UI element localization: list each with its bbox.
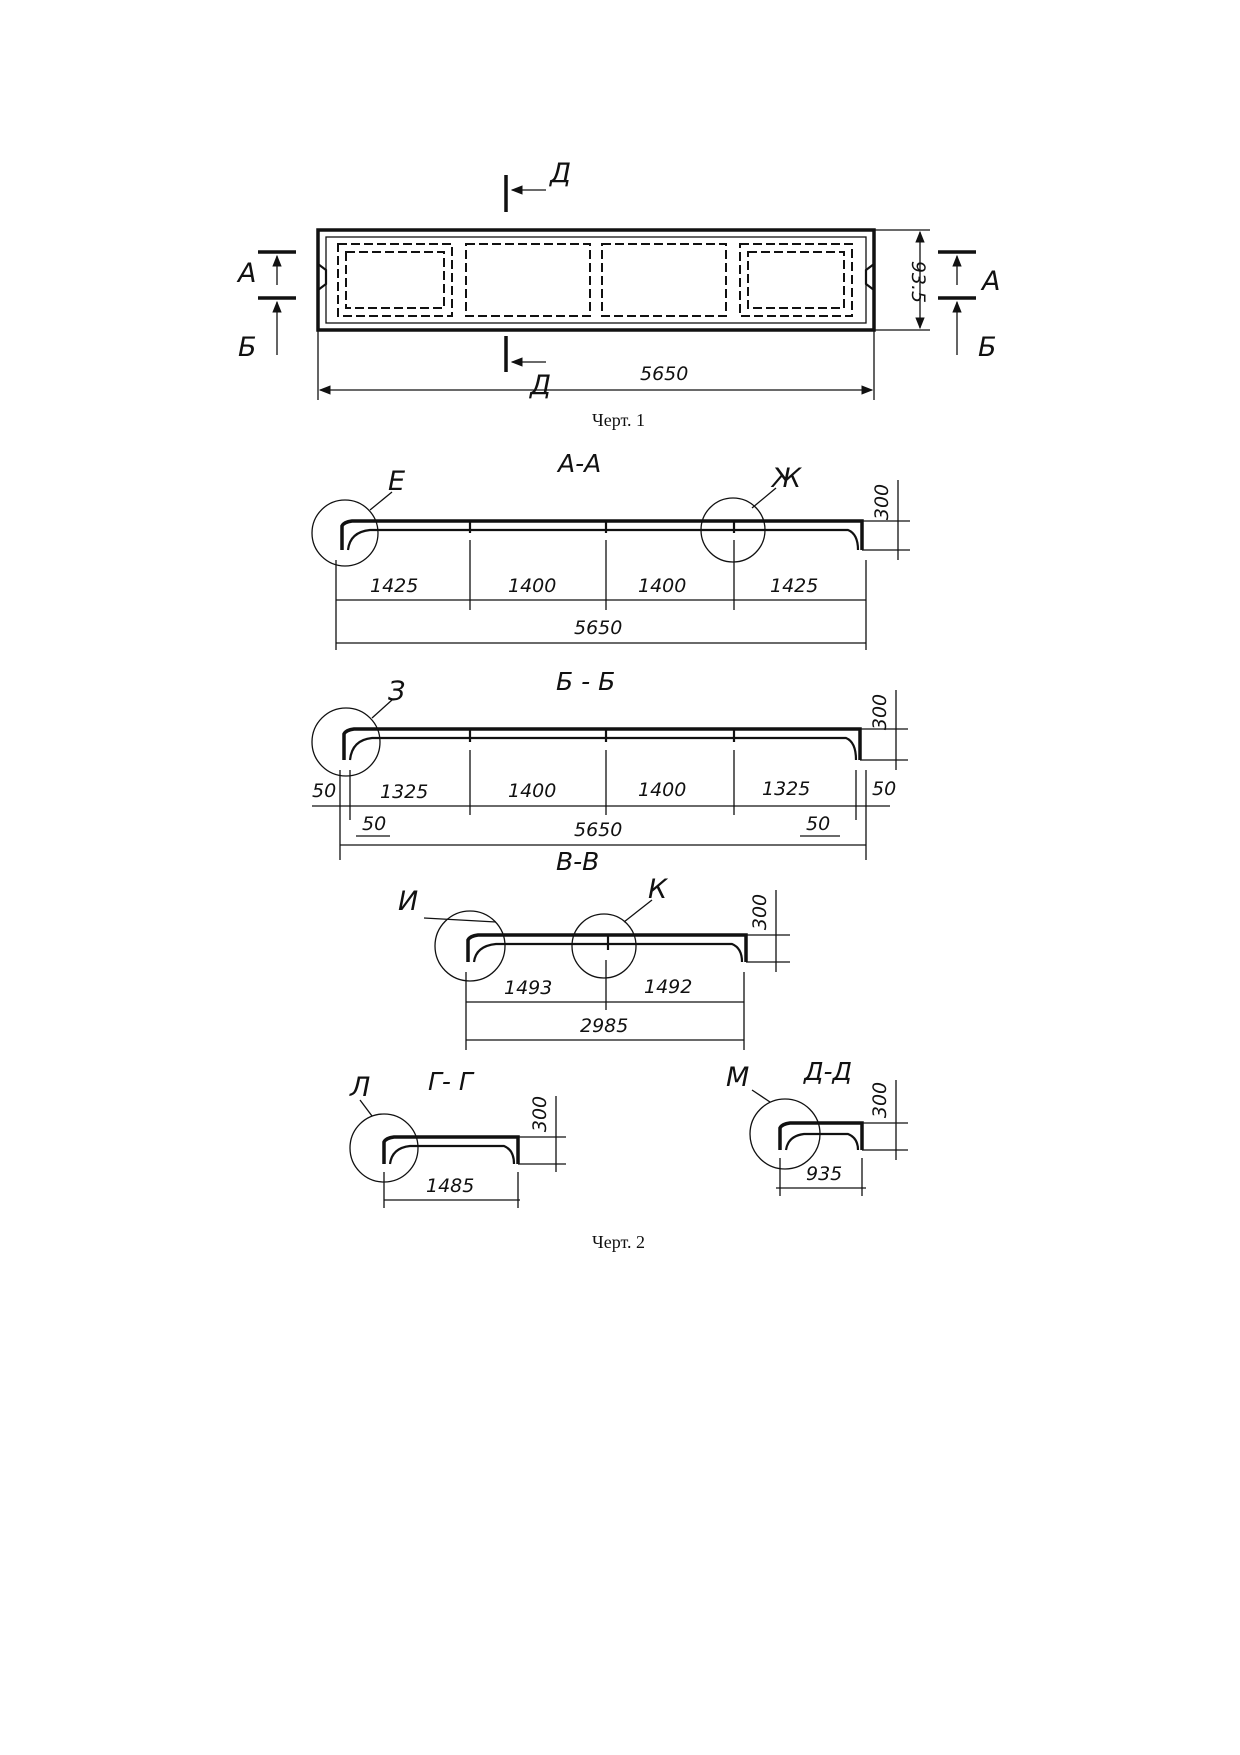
callout-l-label: Л xyxy=(349,1072,370,1103)
cut-a-left: А xyxy=(236,258,256,289)
panel-inner-edge xyxy=(325,236,867,324)
section-aa-title: А-А xyxy=(556,449,601,478)
section-bb-title: Б - Б xyxy=(556,667,615,696)
section-bb-edge-right: 50 xyxy=(872,778,896,800)
section-aa-span-4: 1425 xyxy=(770,575,818,597)
callout-zh-circle xyxy=(700,497,766,563)
section-bb-span-2: 1400 xyxy=(508,780,556,802)
section-bb-edge-left: 50 xyxy=(312,780,336,802)
plan-length-label: 5650 xyxy=(640,363,688,385)
cut-d-bottom: Д xyxy=(529,370,551,401)
cell-4 xyxy=(739,243,853,317)
callout-z-circle xyxy=(311,707,381,777)
section-dd-height: 300 xyxy=(869,1082,891,1118)
callout-m-circle xyxy=(749,1098,821,1170)
section-vv-total: 2985 xyxy=(580,1015,628,1037)
section-bb-total: 5650 xyxy=(574,819,622,841)
section-aa-span-2: 1400 xyxy=(508,575,556,597)
cut-a-right: А xyxy=(980,266,1000,297)
section-dd: Д-Д М 300 935 xyxy=(726,1057,908,1196)
section-gg-span: 1485 xyxy=(426,1175,474,1197)
section-vv-span-1: 1493 xyxy=(504,977,552,999)
section-bb: Б - Б З 300 50 1325 1400 1400 1325 50 50… xyxy=(311,667,908,860)
cut-b-right: Б xyxy=(978,332,997,363)
section-bb-height: 300 xyxy=(869,694,891,730)
section-bb-span-1: 1325 xyxy=(380,781,428,803)
figure-1-caption: Черт. 1 xyxy=(592,410,645,430)
callout-zh-label: Ж xyxy=(770,463,802,494)
section-bb-bottom-left: 50 xyxy=(362,813,386,835)
section-gg-title: Г- Г xyxy=(428,1067,475,1096)
callout-k-label: К xyxy=(648,874,669,905)
section-gg: Г- Г Л 300 1485 xyxy=(349,1067,566,1208)
section-aa-total: 5650 xyxy=(574,617,622,639)
section-bb-slab xyxy=(342,727,862,760)
callout-e-label: Е xyxy=(388,466,405,497)
section-dd-title: Д-Д xyxy=(803,1057,852,1086)
figure-2-caption: Черт. 2 xyxy=(592,1232,645,1252)
notch-left xyxy=(317,263,328,291)
plan-view: 93.5 5650 А Б А Б Д Д xyxy=(236,158,1000,401)
section-aa: А-А Е Ж 300 1425 1400 1400 1425 5650 xyxy=(311,449,910,650)
callout-z-label: З xyxy=(388,676,405,707)
callout-e-circle xyxy=(311,499,379,567)
cell-1-inner xyxy=(345,251,445,309)
callout-i-circle xyxy=(434,910,506,982)
callout-i-label: И xyxy=(398,886,418,917)
section-bb-span-3: 1400 xyxy=(638,779,686,801)
section-gg-slab xyxy=(382,1135,520,1164)
cell-2 xyxy=(465,243,591,317)
plan-height-label: 93.5 xyxy=(907,261,929,303)
section-aa-slab xyxy=(340,519,864,550)
section-vv: В-В И К 300 1493 1492 2985 xyxy=(398,847,790,1050)
cell-3 xyxy=(601,243,727,317)
cell-4-inner xyxy=(747,251,845,309)
section-vv-slab xyxy=(466,933,748,962)
cell-1 xyxy=(337,243,453,317)
callout-m-label: М xyxy=(726,1062,749,1093)
panel-outline xyxy=(316,228,876,332)
notch-right xyxy=(864,263,875,291)
section-aa-height: 300 xyxy=(871,484,893,520)
section-aa-span-1: 1425 xyxy=(370,575,418,597)
section-bb-span-4: 1325 xyxy=(762,778,810,800)
section-vv-title: В-В xyxy=(556,847,599,876)
section-bb-bottom-right: 50 xyxy=(806,813,830,835)
cut-d-top: Д xyxy=(549,158,571,189)
callout-k-circle xyxy=(571,913,637,979)
section-dd-span: 935 xyxy=(806,1163,842,1185)
section-vv-height: 300 xyxy=(749,894,771,930)
section-dd-slab xyxy=(778,1121,864,1150)
cut-b-left: Б xyxy=(238,332,257,363)
section-vv-span-2: 1492 xyxy=(644,976,692,998)
section-aa-span-3: 1400 xyxy=(638,575,686,597)
section-gg-height: 300 xyxy=(529,1096,551,1132)
